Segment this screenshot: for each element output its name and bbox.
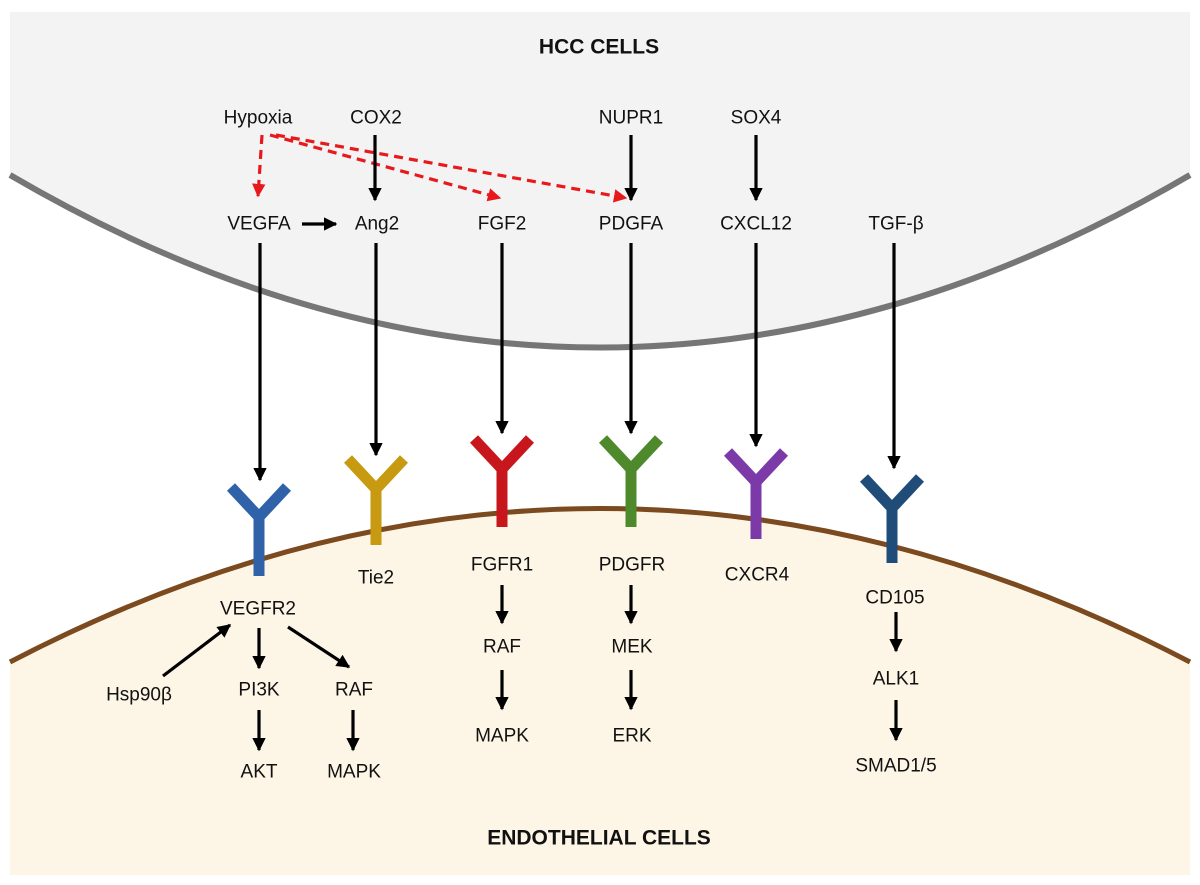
cd105-receptor-icon [859, 474, 925, 563]
endothelial-cells-heading: ENDOTHELIAL CELLS [487, 827, 711, 850]
label-pdgfr: PDGFR [599, 555, 666, 576]
hcc-cells-heading: HCC CELLS [539, 36, 659, 59]
endothelial-cell-membrane [8, 506, 1192, 665]
label-alk1: ALK1 [873, 669, 919, 690]
label-raf-vegf: RAF [335, 680, 373, 701]
label-mapk-vegf: MAPK [327, 762, 381, 783]
label-nupr1: NUPR1 [599, 108, 663, 129]
label-raf-fgf: RAF [483, 637, 521, 658]
vegfr2-to-raf-arrow [287, 625, 351, 669]
hypoxia-to-vegfa-arrow [252, 134, 266, 198]
label-vegfa: VEGFA [227, 214, 291, 235]
label-fgf2: FGF2 [478, 214, 527, 235]
label-ang2: Ang2 [355, 214, 399, 235]
hypoxia-arrows [252, 133, 628, 203]
signaling-arrows [162, 135, 903, 752]
endothelial-cell-region [10, 508, 1190, 875]
label-hsp90b: Hsp90β [106, 685, 172, 706]
hcc-cell-membrane [8, 172, 1192, 351]
label-mek: MEK [611, 637, 653, 658]
label-cxcl12: CXCL12 [720, 214, 792, 235]
label-pdgfa: PDGFA [599, 214, 664, 235]
label-tgfb: TGF-β [868, 214, 923, 235]
label-sox4: SOX4 [731, 108, 782, 129]
label-hypoxia: Hypoxia [224, 108, 293, 129]
hypoxia-to-fgf2-arrow [269, 133, 502, 202]
label-cox2: COX2 [350, 108, 402, 129]
label-mapk-fgf: MAPK [475, 726, 529, 747]
label-pi3k: PI3K [238, 680, 280, 701]
label-tie2: Tie2 [358, 568, 394, 589]
pdgfr-receptor-icon [598, 435, 664, 527]
hsp90b-to-vegfr2-arrow [162, 623, 232, 678]
fgfr1-receptor-icon [469, 435, 535, 527]
vegfr2-receptor-icon [226, 483, 292, 576]
label-fgfr1: FGFR1 [471, 555, 533, 576]
tie2-receptor-icon [343, 455, 409, 545]
label-erk: ERK [612, 726, 651, 747]
label-akt: AKT [241, 762, 278, 783]
cxcr4-receptor-icon [723, 448, 789, 539]
label-smad: SMAD1/5 [855, 756, 936, 777]
label-cxcr4: CXCR4 [725, 565, 790, 586]
label-cd105: CD105 [865, 588, 924, 609]
label-vegfr2: VEGFR2 [220, 599, 296, 620]
